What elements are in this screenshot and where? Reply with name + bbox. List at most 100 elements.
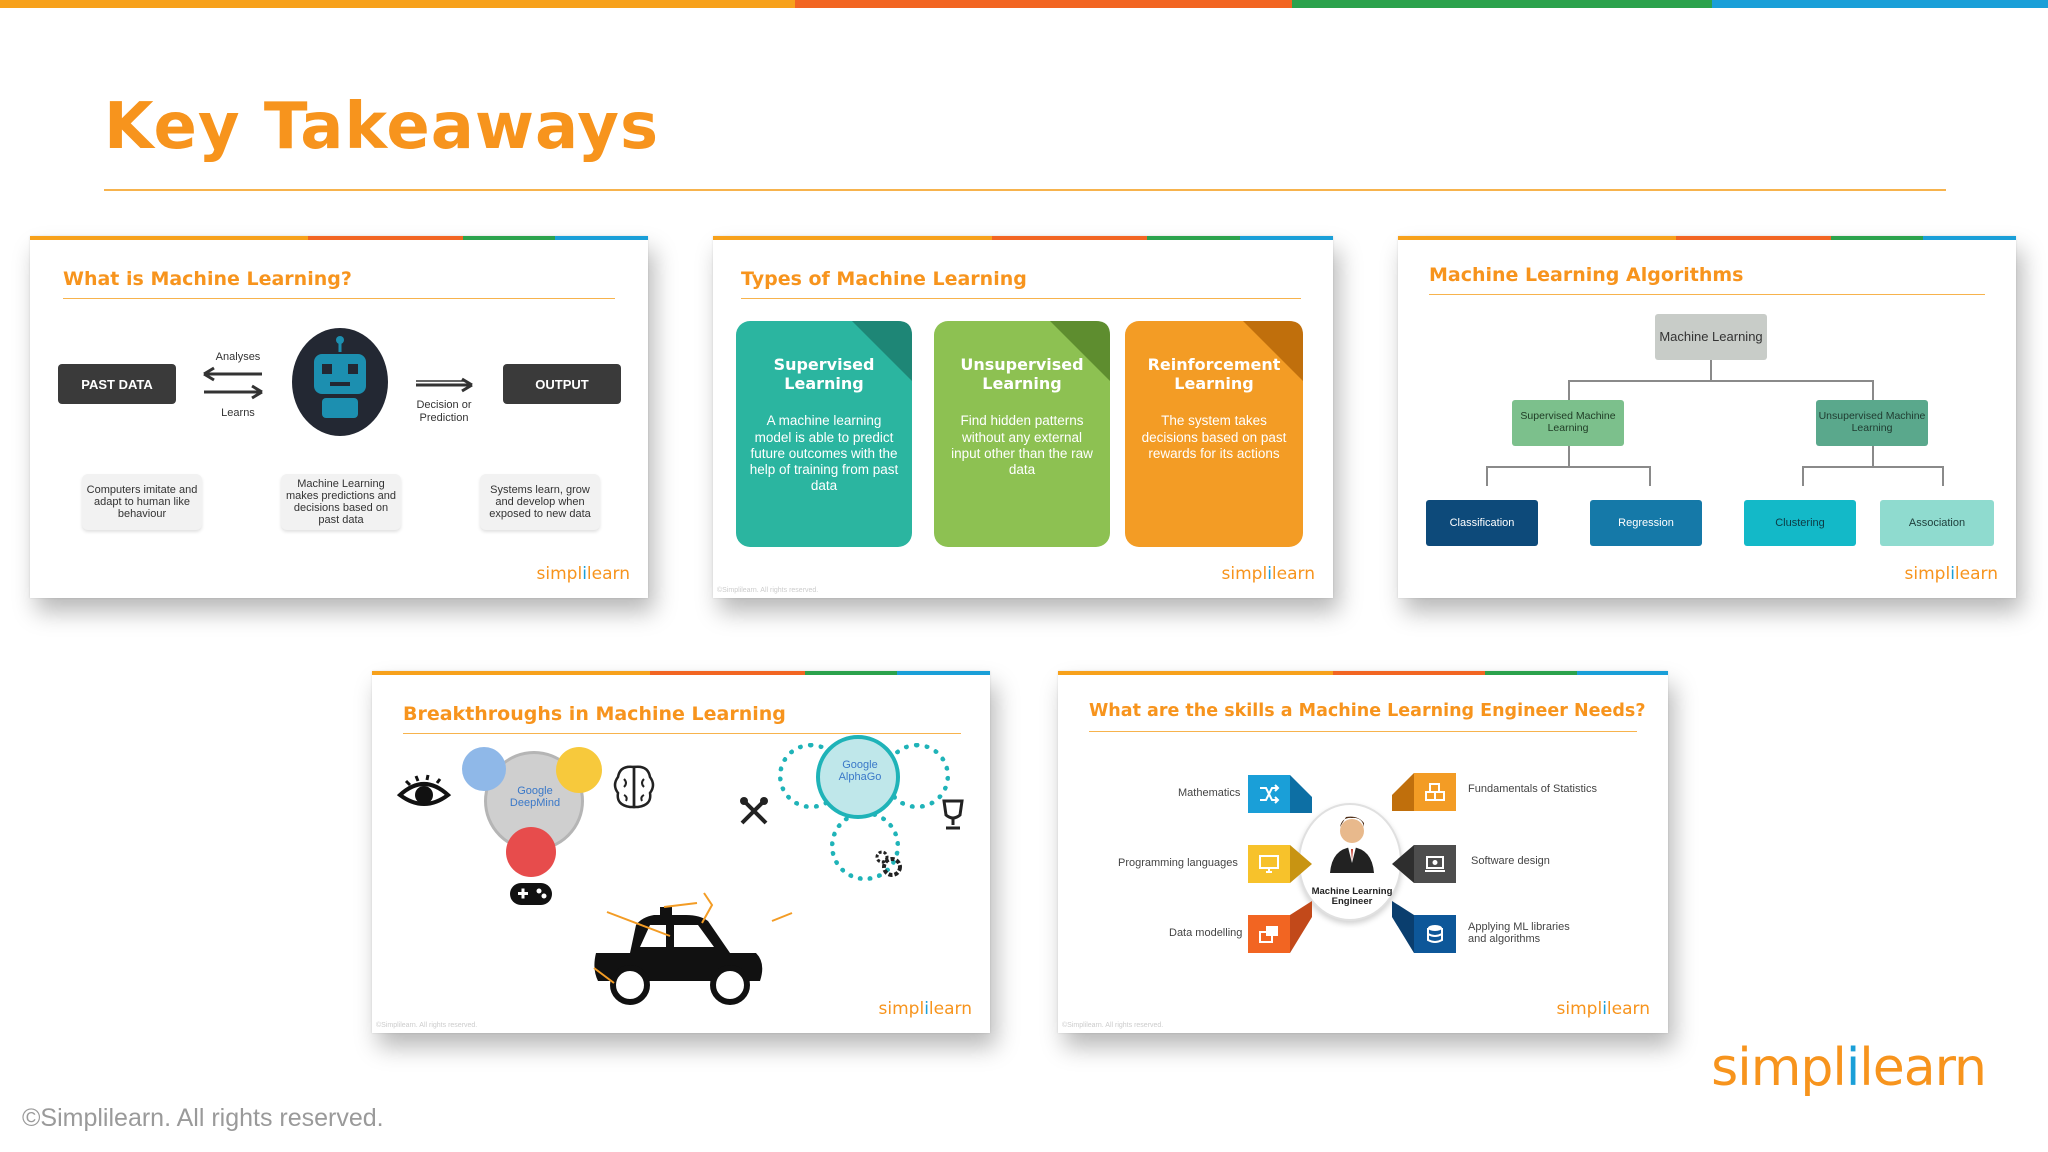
blue-bubble [462,747,506,791]
tree-connector [1568,446,1570,466]
deepmind-label: Google DeepMind [509,785,561,810]
alphago-circle [816,735,900,819]
node-regression: Regression [1590,500,1702,546]
tile-connector [1290,901,1312,953]
tree-connector [1802,466,1944,468]
past-data-box: PAST DATA [58,364,176,404]
supervised-learning-box: Supervised Learning A machine learning m… [736,321,912,547]
exchange-arrows-icon [203,366,263,400]
simplilearn-logo-small: simplilearn [536,564,630,584]
cubes-icon [1425,783,1445,801]
software-design-tile [1414,845,1456,883]
ml-libraries-tile [1414,915,1456,953]
card-ml-algorithms[interactable]: Machine Learning Algorithms Machine Lear… [1398,236,2016,598]
programming-tile [1248,845,1290,883]
mathematics-tile [1248,775,1290,813]
skill-label-statistics: Fundamentals of Statistics [1468,783,1598,795]
card-divider [1429,294,1985,295]
card-what-is-ml[interactable]: What is Machine Learning? PAST DATA Anal… [30,236,648,598]
person-icon [1330,816,1374,873]
card-title: Machine Learning Algorithms [1429,264,1744,286]
card-copyright: ©Simplilearn. All rights reserved. [1062,1022,1164,1029]
tile-connector [1392,773,1414,811]
tree-connector [1942,466,1944,486]
engineer-label: Machine Learning Engineer [1311,886,1393,908]
caption-box: Systems learn, grow and develop when exp… [480,474,600,530]
robot-icon [292,328,388,436]
tile-connector [1392,845,1414,883]
card-divider [1089,731,1637,732]
card-types-of-ml[interactable]: Types of Machine Learning Supervised Lea… [713,236,1333,598]
skill-label-mathematics: Mathematics [1178,787,1241,799]
shuffle-icon [1260,784,1280,804]
simplilearn-logo-small: simplilearn [1221,564,1315,584]
title-divider [104,189,1946,191]
skill-label-software-design: Software design [1471,855,1550,867]
simplilearn-logo-small: simplilearn [1556,999,1650,1019]
skill-label-data-modelling: Data modelling [1169,927,1243,939]
tree-connector [1710,360,1712,380]
tile-connector [1290,845,1312,883]
tree-connector [1872,446,1874,466]
card-title: Breakthroughs in Machine Learning [403,703,786,725]
top-color-bar [0,0,2048,8]
card-title: Types of Machine Learning [741,268,1027,290]
brain-icon [613,765,655,809]
node-association: Association [1880,500,1994,546]
right-arrow-icon [416,377,473,393]
alphago-label: Google AlphaGo [838,759,882,784]
tools-icon [740,797,768,825]
gamepad-icon [510,883,552,905]
card-ml-engineer-skills[interactable]: What are the skills a Machine Learning E… [1058,671,1668,1033]
tree-connector [1486,466,1488,486]
node-clustering: Clustering [1744,500,1856,546]
engineer-avatar: Machine Learning Engineer [1298,803,1402,921]
tree-connector [1486,466,1650,468]
tree-connector [1802,466,1804,486]
reinforcement-learning-box: Reinforcement Learning The system takes … [1125,321,1303,547]
analyses-label: Analyses [215,351,261,363]
tree-connector [1872,380,1874,400]
tile-connector [1392,901,1414,953]
data-modelling-tile [1248,915,1290,953]
laptop-icon [1425,856,1445,872]
card-divider [63,298,615,299]
car-icon [594,907,763,1005]
statistics-tile [1414,773,1456,811]
monitor-icon [1259,855,1279,873]
card-title: What is Machine Learning? [63,268,352,290]
caption-box: Machine Learning makes predictions and d… [281,474,401,530]
page-title: Key Takeaways [104,90,660,164]
footer-copyright: ©Simplilearn. All rights reserved. [22,1104,384,1132]
skill-label-ml-libraries: Applying ML libraries and algorithms [1468,921,1570,946]
decision-label: Decision or Prediction [416,399,472,424]
node-machine-learning: Machine Learning [1655,314,1767,360]
database-icon [1427,925,1443,943]
sensor-lines [593,892,793,984]
simplilearn-logo-small: simplilearn [1904,564,1998,584]
tree-connector [1568,380,1874,382]
gears-icon [875,850,902,877]
output-box: OUTPUT [503,364,621,404]
card-copyright: ©Simplilearn. All rights reserved. [376,1022,478,1029]
card-divider [403,733,961,734]
node-unsupervised-ml: Unsupervised Machine Learning [1816,400,1928,446]
card-breakthroughs[interactable]: Breakthroughs in Machine Learning Google… [372,671,990,1033]
tile-connector [1290,775,1312,813]
node-supervised-ml: Supervised Machine Learning [1512,400,1624,446]
tree-connector [1649,466,1651,486]
red-bubble [506,827,556,877]
card-divider [741,298,1301,299]
tree-connector [1568,380,1570,400]
simplilearn-logo: simplilearn [1711,1038,1987,1098]
card-title: What are the skills a Machine Learning E… [1089,701,1646,721]
eye-icon [396,774,452,806]
layers-icon [1259,926,1278,943]
trophy-icon [942,799,964,830]
card-copyright: ©Simplilearn. All rights reserved. [717,587,819,594]
caption-box: Computers imitate and adapt to human lik… [82,474,202,530]
node-classification: Classification [1426,500,1538,546]
yellow-bubble [556,747,602,793]
simplilearn-logo-small: simplilearn [878,999,972,1019]
unsupervised-learning-box: Unsupervised Learning Find hidden patter… [934,321,1110,547]
